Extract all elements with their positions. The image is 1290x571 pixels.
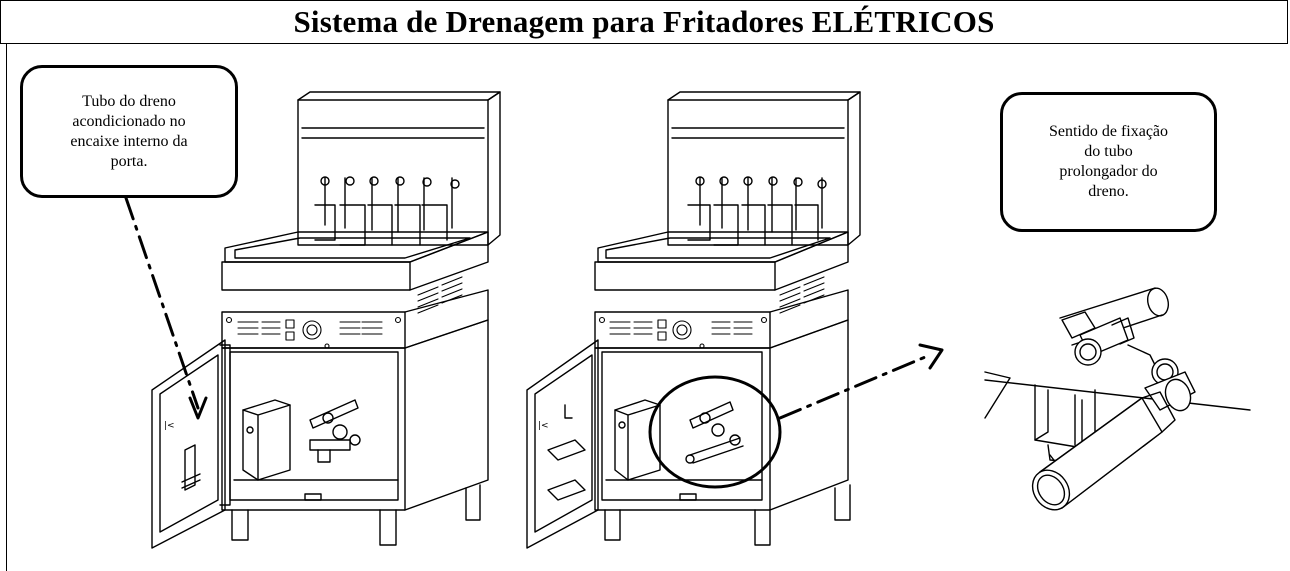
title-bar: Sistema de Drenagem para Fritadores ELÉT… <box>0 0 1288 44</box>
leader-line-left <box>124 196 200 410</box>
callout-right-text: Sentido de fixação do tubo prolongador d… <box>1048 123 1169 200</box>
svg-text:|<: |< <box>164 421 175 431</box>
page-title: Sistema de Drenagem para Fritadores ELÉT… <box>293 4 995 39</box>
callout-left-text: Tubo do dreno acondicionado no encaixe i… <box>70 92 188 170</box>
leader-line-right <box>778 353 932 420</box>
arrow-head-left <box>188 396 208 420</box>
callout-extension-direction: Sentido de fixação do tubo prolongador d… <box>1000 92 1217 232</box>
frame-left-border <box>6 44 7 571</box>
drain-detail-illustration <box>984 287 1251 511</box>
highlight-circle <box>648 375 782 489</box>
fryer-left-illustration: |< <box>151 91 501 549</box>
fryer-right-illustration: |< <box>526 91 861 549</box>
svg-text:|<: |< <box>538 421 549 431</box>
callout-drain-tube-stored: Tubo do dreno acondicionado no encaixe i… <box>20 65 238 198</box>
arrow-head-right <box>918 343 944 370</box>
